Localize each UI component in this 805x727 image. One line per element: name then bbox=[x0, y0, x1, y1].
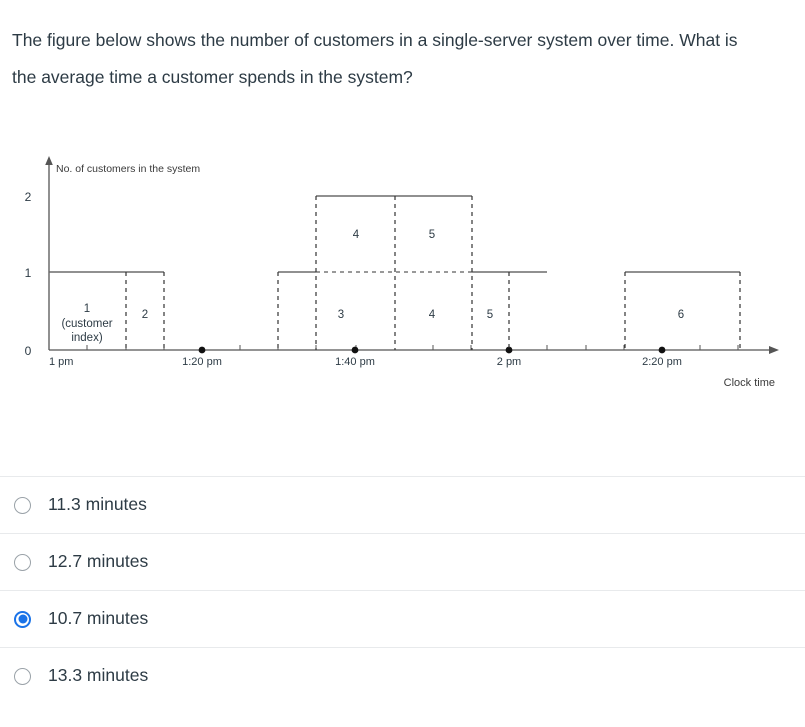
block-label-6: 6 bbox=[678, 309, 684, 321]
radio-button-1[interactable] bbox=[14, 553, 31, 571]
y-tick-0: 0 bbox=[25, 344, 32, 358]
x-tick-220pm: 2:20 pm bbox=[642, 356, 682, 368]
answer-label-0: 11.3 minutes bbox=[48, 494, 147, 515]
answer-label-1: 12.7 minutes bbox=[48, 551, 149, 572]
y-axis-label: No. of customers in the system bbox=[56, 163, 200, 175]
x-tick-140pm: 1:40 pm bbox=[335, 356, 375, 368]
chart-svg: 0 1 2 No. of customers in the system bbox=[25, 156, 779, 389]
radio-button-3[interactable] bbox=[14, 667, 31, 685]
block-label-2: 2 bbox=[142, 309, 148, 321]
y-axis bbox=[45, 156, 53, 350]
block-label-5-upper: 5 bbox=[429, 229, 435, 241]
block-label-1: 1 bbox=[84, 303, 90, 315]
block-dividers bbox=[125, 196, 741, 350]
block-label-4-upper: 4 bbox=[353, 229, 360, 241]
customer-index-note-2: index) bbox=[71, 332, 102, 344]
answer-options-list: 11.3 minutes 12.7 minutes 10.7 minutes 1… bbox=[0, 476, 805, 704]
customer-index-note: (customer bbox=[61, 318, 112, 330]
y-tick-1: 1 bbox=[25, 266, 32, 280]
answer-option-2[interactable]: 10.7 minutes bbox=[0, 590, 805, 647]
x-tick-2pm: 2 pm bbox=[497, 356, 521, 368]
answer-option-0[interactable]: 11.3 minutes bbox=[0, 476, 805, 533]
x-tick-120pm: 1:20 pm bbox=[182, 356, 222, 368]
block-label-3: 3 bbox=[338, 309, 344, 321]
x-axis-label: Clock time bbox=[724, 377, 775, 389]
answer-label-2: 10.7 minutes bbox=[48, 608, 149, 629]
answer-label-3: 13.3 minutes bbox=[48, 665, 149, 686]
answer-option-1[interactable]: 12.7 minutes bbox=[0, 533, 805, 590]
y-tick-2: 2 bbox=[25, 190, 32, 204]
figure-chart: 0 1 2 No. of customers in the system bbox=[0, 150, 805, 395]
x-tick-1pm: 1 pm bbox=[49, 356, 73, 368]
block-label-5-lower: 5 bbox=[487, 309, 493, 321]
radio-button-2[interactable] bbox=[14, 610, 31, 628]
answer-option-3[interactable]: 13.3 minutes bbox=[0, 647, 805, 704]
block-label-4-lower: 4 bbox=[429, 309, 436, 321]
x-axis-major-dots bbox=[198, 346, 666, 354]
x-axis bbox=[49, 346, 779, 354]
x-axis-ticks bbox=[86, 345, 739, 350]
radio-button-0[interactable] bbox=[14, 496, 31, 514]
question-prompt: The figure below shows the number of cus… bbox=[12, 30, 738, 87]
